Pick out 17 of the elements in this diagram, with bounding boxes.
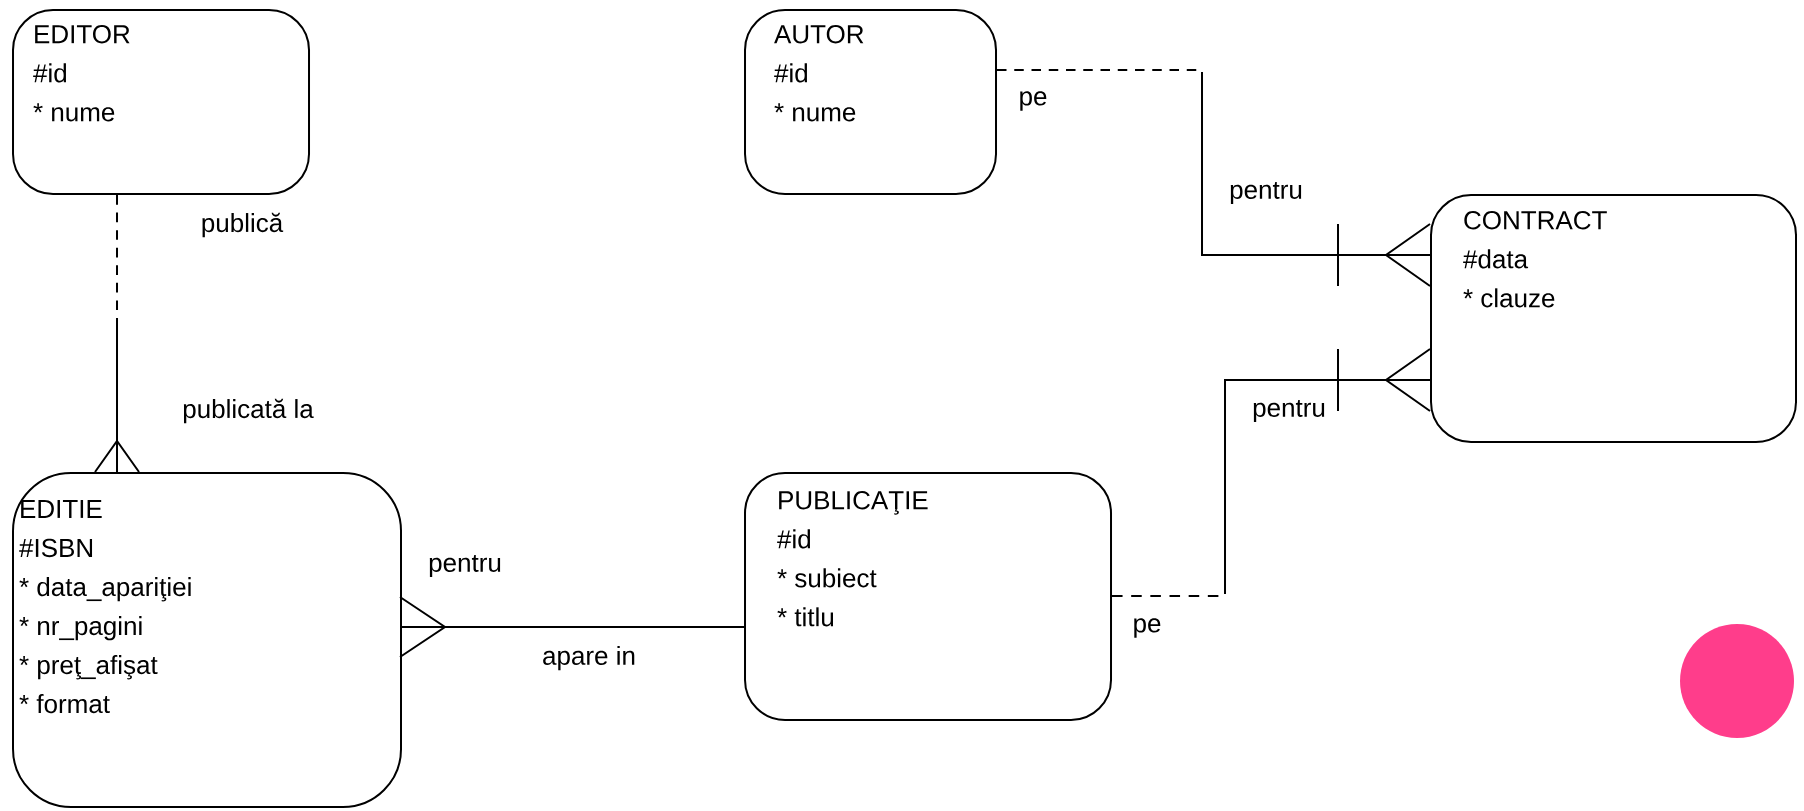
entity-box: PUBLICAŢIE #id * subiect * titlu: [744, 472, 1112, 721]
edge-label: pe: [1130, 616, 1164, 640]
edge-label: pentru: [426, 552, 504, 580]
entity-box: CONTRACT #data * clauze: [1430, 194, 1797, 443]
edge-label: pe: [1016, 89, 1050, 113]
relationship-line: [1111, 348, 1431, 597]
entity-box: AUTOR #id * nume: [744, 9, 997, 195]
relationship-name: pentru: [1227, 179, 1305, 207]
edge-label: publică: [198, 210, 286, 240]
relationship-name: apare in: [540, 643, 638, 673]
relationship-line: [996, 69, 1431, 287]
entity-box: EDITOR #id * nume: [12, 9, 310, 195]
relationship-name: publicată la: [180, 396, 316, 426]
relationship-line: [94, 194, 140, 473]
relationship-name: pentru: [1250, 397, 1328, 425]
relationship-line: [399, 596, 745, 658]
entity-box: EDITIE #ISBN * data_apariţiei * nr_pagini * preţ_afişat * format: [12, 472, 402, 808]
